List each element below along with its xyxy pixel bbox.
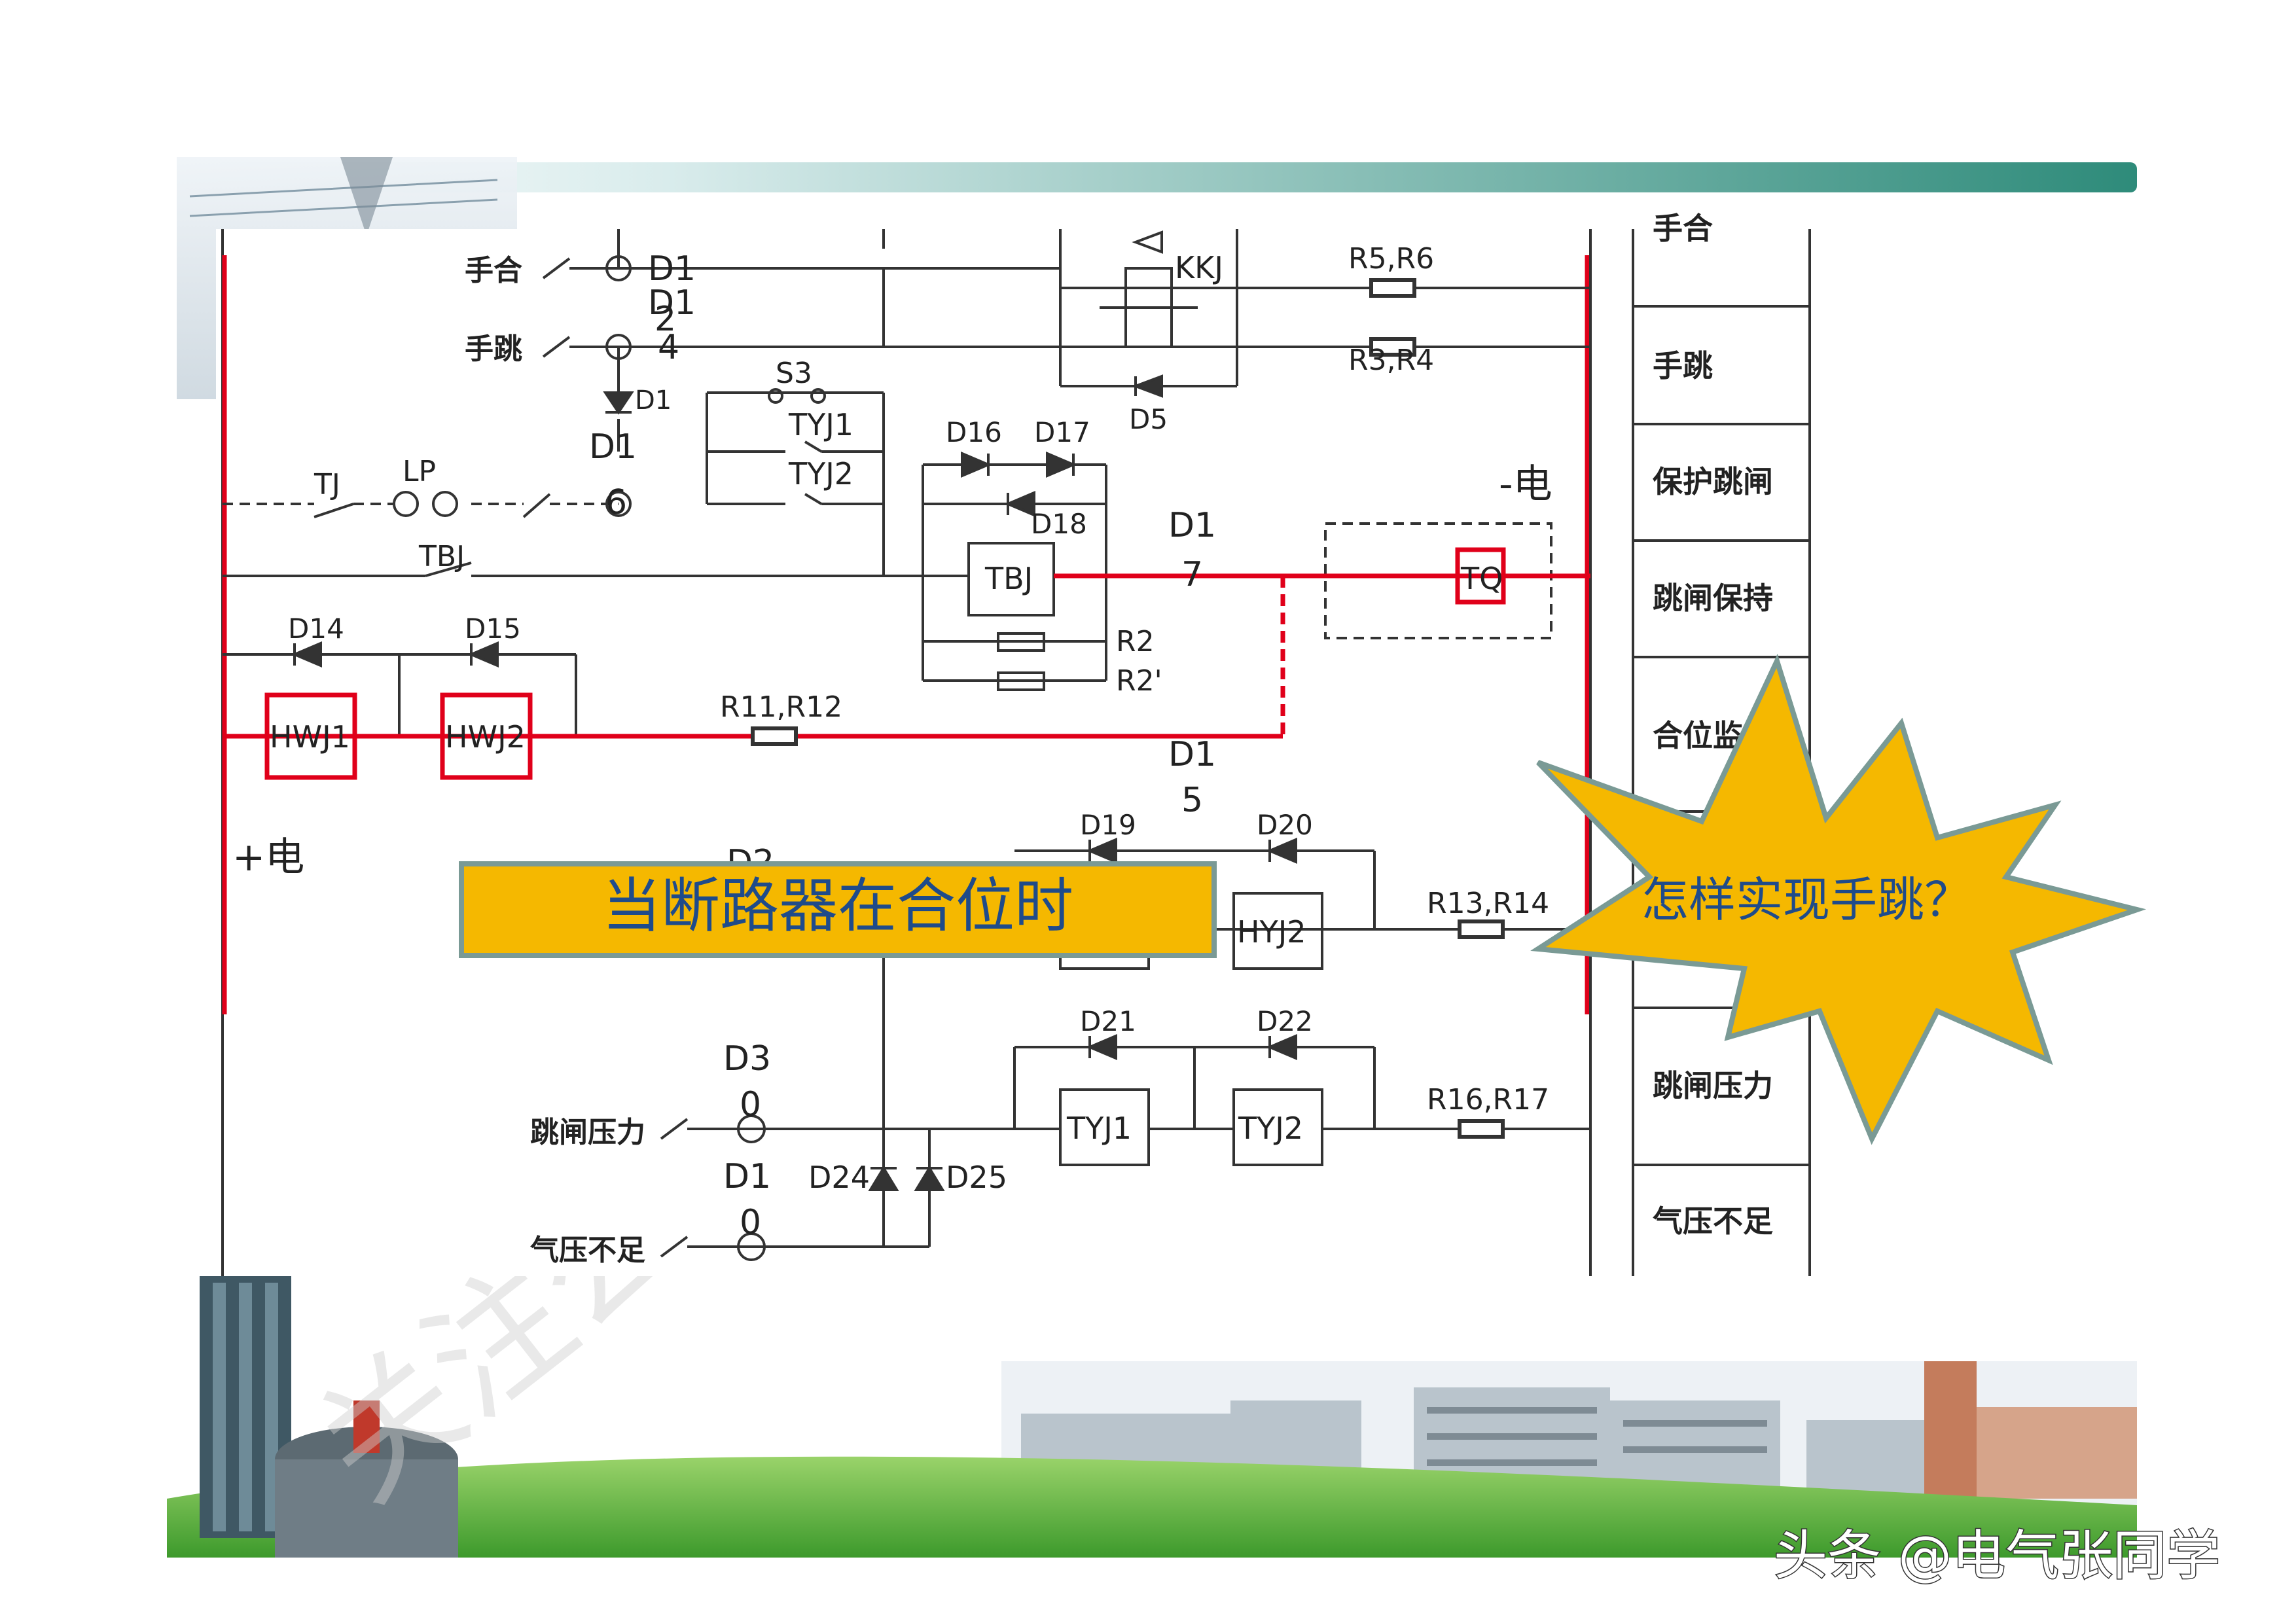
label-HWJ1: HWJ1 <box>270 719 350 755</box>
label-D1-7: 7 <box>1181 555 1203 594</box>
label-D22: D22 <box>1257 1005 1313 1037</box>
label-S3: S3 <box>776 357 812 390</box>
label-TYJ1-coil: TYJ1 <box>1066 1111 1132 1146</box>
side-item-low-pressure: 气压不足 <box>1653 1204 1773 1239</box>
circuit-diagram: 手合 手跳 保护跳闸 跳闸保持 合位监视 跳闸压力 气压不足 <box>216 211 1829 1276</box>
label-D1-row: D1 <box>723 1157 771 1196</box>
label-D1-c: D1 <box>589 427 637 467</box>
label-TYJ2-coil: TYJ2 <box>1238 1111 1303 1146</box>
label-R2-prime: R2' <box>1116 664 1162 698</box>
label-D1-5: 5 <box>1181 781 1203 820</box>
label-TQ: TQ <box>1460 561 1503 596</box>
label-D24: D24 <box>808 1160 870 1195</box>
terminals <box>393 255 826 1261</box>
label-plus-supply: +电 <box>232 834 304 880</box>
label-R2: R2 <box>1116 625 1155 658</box>
label-D19: D19 <box>1080 809 1136 841</box>
label-D1-b: D1 <box>648 283 696 323</box>
label-R13R14: R13,R14 <box>1427 887 1549 920</box>
label-low-pressure: 气压不足 <box>530 1234 645 1267</box>
side-item-hand-trip: 手跳 <box>1653 348 1713 383</box>
label-R5R6: R5,R6 <box>1348 242 1434 276</box>
trip-path <box>223 547 1590 780</box>
label-D14: D14 <box>288 613 344 645</box>
label-D16: D16 <box>946 416 1002 448</box>
label-D3: D3 <box>723 1039 771 1079</box>
label-D1-0: 0 <box>740 1203 761 1242</box>
label-TBJ-coil: TBJ <box>984 561 1033 596</box>
label-D21: D21 <box>1080 1005 1136 1037</box>
label-D25: D25 <box>946 1160 1007 1195</box>
banner: 当断路器在合位时 <box>459 861 1217 958</box>
label-D1-4: 4 <box>658 328 679 367</box>
label-D1-a: D1 <box>648 249 696 289</box>
label-D1-6: 6 <box>605 483 627 522</box>
label-D17: D17 <box>1034 416 1090 448</box>
label-TBJ-contact: TBJ <box>418 540 465 573</box>
label-TYJ1-contact: TYJ1 <box>788 407 853 442</box>
side-item-hand-close: 手合 <box>1653 211 1713 246</box>
label-hand-close: 手合 <box>465 254 522 287</box>
label-TYJ2-contact: TYJ2 <box>788 456 853 491</box>
side-item-trip-hold: 跳闸保持 <box>1653 580 1773 616</box>
label-KKJ: KKJ <box>1175 250 1223 285</box>
label-D1-e: D1 <box>1168 735 1216 774</box>
label-minus-supply: -电 <box>1499 461 1552 507</box>
diodes <box>291 230 1297 1191</box>
label-D1-d: D1 <box>1168 506 1216 545</box>
label-LP: LP <box>403 455 436 488</box>
callout-burst: 怎样实现手跳？ <box>1530 653 2147 1145</box>
label-D1-diode: D1 <box>635 385 672 416</box>
skyscraper <box>200 1276 458 1558</box>
label-HWJ2: HWJ2 <box>445 719 526 755</box>
label-D3-0: 0 <box>740 1085 761 1124</box>
label-hand-trip: 手跳 <box>465 332 522 366</box>
label-D1-2: 2 <box>655 300 676 339</box>
label-D18: D18 <box>1031 508 1087 540</box>
label-TJ: TJ <box>314 468 340 501</box>
left-rail <box>221 229 1592 1276</box>
label-HYJ2: HYJ2 <box>1237 914 1306 950</box>
callout-text: 怎样实现手跳？ <box>1641 872 1971 927</box>
side-item-trip-pressure: 跳闸压力 <box>1653 1068 1773 1103</box>
label-R3R4: R3,R4 <box>1348 344 1434 377</box>
banner-text: 当断路器在合位时 <box>602 872 1073 940</box>
side-item-protection-trip: 保护跳闸 <box>1653 464 1773 499</box>
label-D5: D5 <box>1129 403 1168 435</box>
resistors <box>1369 278 1505 1139</box>
bottom-scenery <box>167 1276 2137 1558</box>
label-D20: D20 <box>1257 809 1313 841</box>
label-R11R12: R11,R12 <box>720 690 842 724</box>
label-trip-pressure: 跳闸压力 <box>530 1116 645 1149</box>
label-D15: D15 <box>465 613 521 645</box>
source-watermark: 头条 @电气张同学 <box>1774 1525 2220 1587</box>
label-R16R17: R16,R17 <box>1427 1083 1549 1116</box>
